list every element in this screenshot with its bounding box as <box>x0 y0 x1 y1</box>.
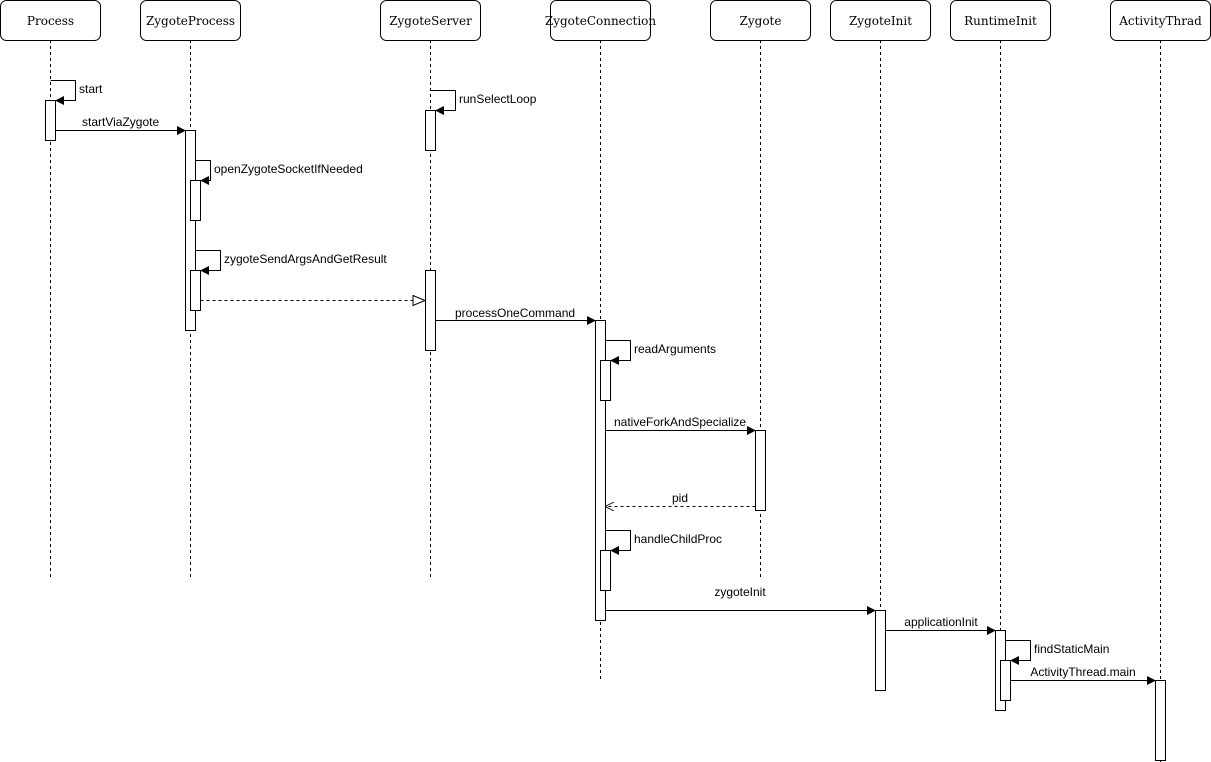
message-zygotesendargs[interactable]: zygoteSendArgsAndGetResult <box>195 250 388 275</box>
activation-zygote <box>755 430 766 511</box>
message-label: startViaZygote <box>82 115 159 129</box>
participant-zygoteconnection[interactable]: ZygoteConnection <box>545 0 657 41</box>
activation-activitythread <box>1155 680 1166 761</box>
message-handlechildproc[interactable]: handleChildProc <box>605 530 723 555</box>
participant-label: ZygoteInit <box>849 14 912 28</box>
message-zygoteinit[interactable]: zygoteInit <box>605 585 876 615</box>
activation-zygoteprocess-open-socket <box>190 180 201 221</box>
message-applicationinit[interactable]: applicationInit <box>885 615 996 635</box>
message-label: processOneCommand <box>455 306 575 320</box>
participant-zygoteprocess[interactable]: ZygoteProcess <box>140 0 241 41</box>
message-label: zygoteInit <box>714 585 766 599</box>
message-label: zygoteSendArgsAndGetResult <box>224 252 387 266</box>
participant-label: ZygoteServer <box>389 14 472 28</box>
message-runselectloop[interactable]: runSelectLoop <box>430 90 537 115</box>
activation-zygoteprocess-main <box>185 130 196 331</box>
message-startviazygote[interactable]: startViaZygote <box>55 115 186 135</box>
message-label: readArguments <box>634 342 716 356</box>
participant-zygoteinit[interactable]: ZygoteInit <box>830 0 931 41</box>
participant-runtimeinit[interactable]: RuntimeInit <box>950 0 1051 41</box>
participant-label: ZygoteConnection <box>545 14 657 28</box>
message-label: ActivityThread.main <box>1030 665 1135 679</box>
message-label: findStaticMain <box>1034 642 1109 656</box>
message-nativefork[interactable]: nativeForkAndSpecialize <box>605 415 756 435</box>
activation-process <box>45 100 56 141</box>
activation-runtimeinit-find-main <box>1000 660 1011 701</box>
participant-zygoteserver[interactable]: ZygoteServer <box>380 0 481 41</box>
message-label: nativeForkAndSpecialize <box>614 415 746 429</box>
participant-process[interactable]: Process <box>0 0 101 41</box>
participants: Process ZygoteProcess ZygoteServer Zygot… <box>0 0 1211 41</box>
message-pid[interactable]: pid <box>606 491 756 507</box>
activation-zygoteconnection-handle-child <box>600 550 611 591</box>
message-openzygotesocket[interactable]: openZygoteSocketIfNeeded <box>195 160 363 185</box>
participant-label: ActivityThrad <box>1118 14 1202 28</box>
participant-label: RuntimeInit <box>964 14 1037 28</box>
message-label: pid <box>672 491 688 505</box>
activation-zygoteconnection-read-args <box>600 360 611 401</box>
message-findstaticmain[interactable]: findStaticMain <box>1005 640 1110 665</box>
message-label: applicationInit <box>904 615 978 629</box>
message-label: handleChildProc <box>634 532 722 546</box>
participant-activitythread[interactable]: ActivityThrad <box>1110 0 1211 41</box>
activation-zygoteserver-receive <box>425 270 436 351</box>
message-label: start <box>79 82 103 96</box>
activation-zygoteprocess-send-args <box>190 270 201 311</box>
activation-zygoteserver-loop <box>425 110 436 151</box>
participant-label: Zygote <box>740 14 782 28</box>
participant-label: Process <box>27 14 74 28</box>
message-start[interactable]: start <box>50 80 104 105</box>
participant-label: ZygoteProcess <box>146 14 235 28</box>
activations <box>45 100 1166 761</box>
activation-zygoteconnection-main <box>595 320 606 621</box>
messages: start runSelectLoop startViaZygote openZ… <box>50 80 1156 685</box>
activation-zygoteinit <box>875 610 886 691</box>
message-activitythreadmain[interactable]: ActivityThread.main <box>1010 665 1156 685</box>
message-label: runSelectLoop <box>459 92 537 106</box>
participant-zygote[interactable]: Zygote <box>710 0 811 41</box>
message-label: openZygoteSocketIfNeeded <box>214 162 363 176</box>
message-processonecommand[interactable]: processOneCommand <box>435 306 596 325</box>
message-readarguments[interactable]: readArguments <box>605 340 717 365</box>
